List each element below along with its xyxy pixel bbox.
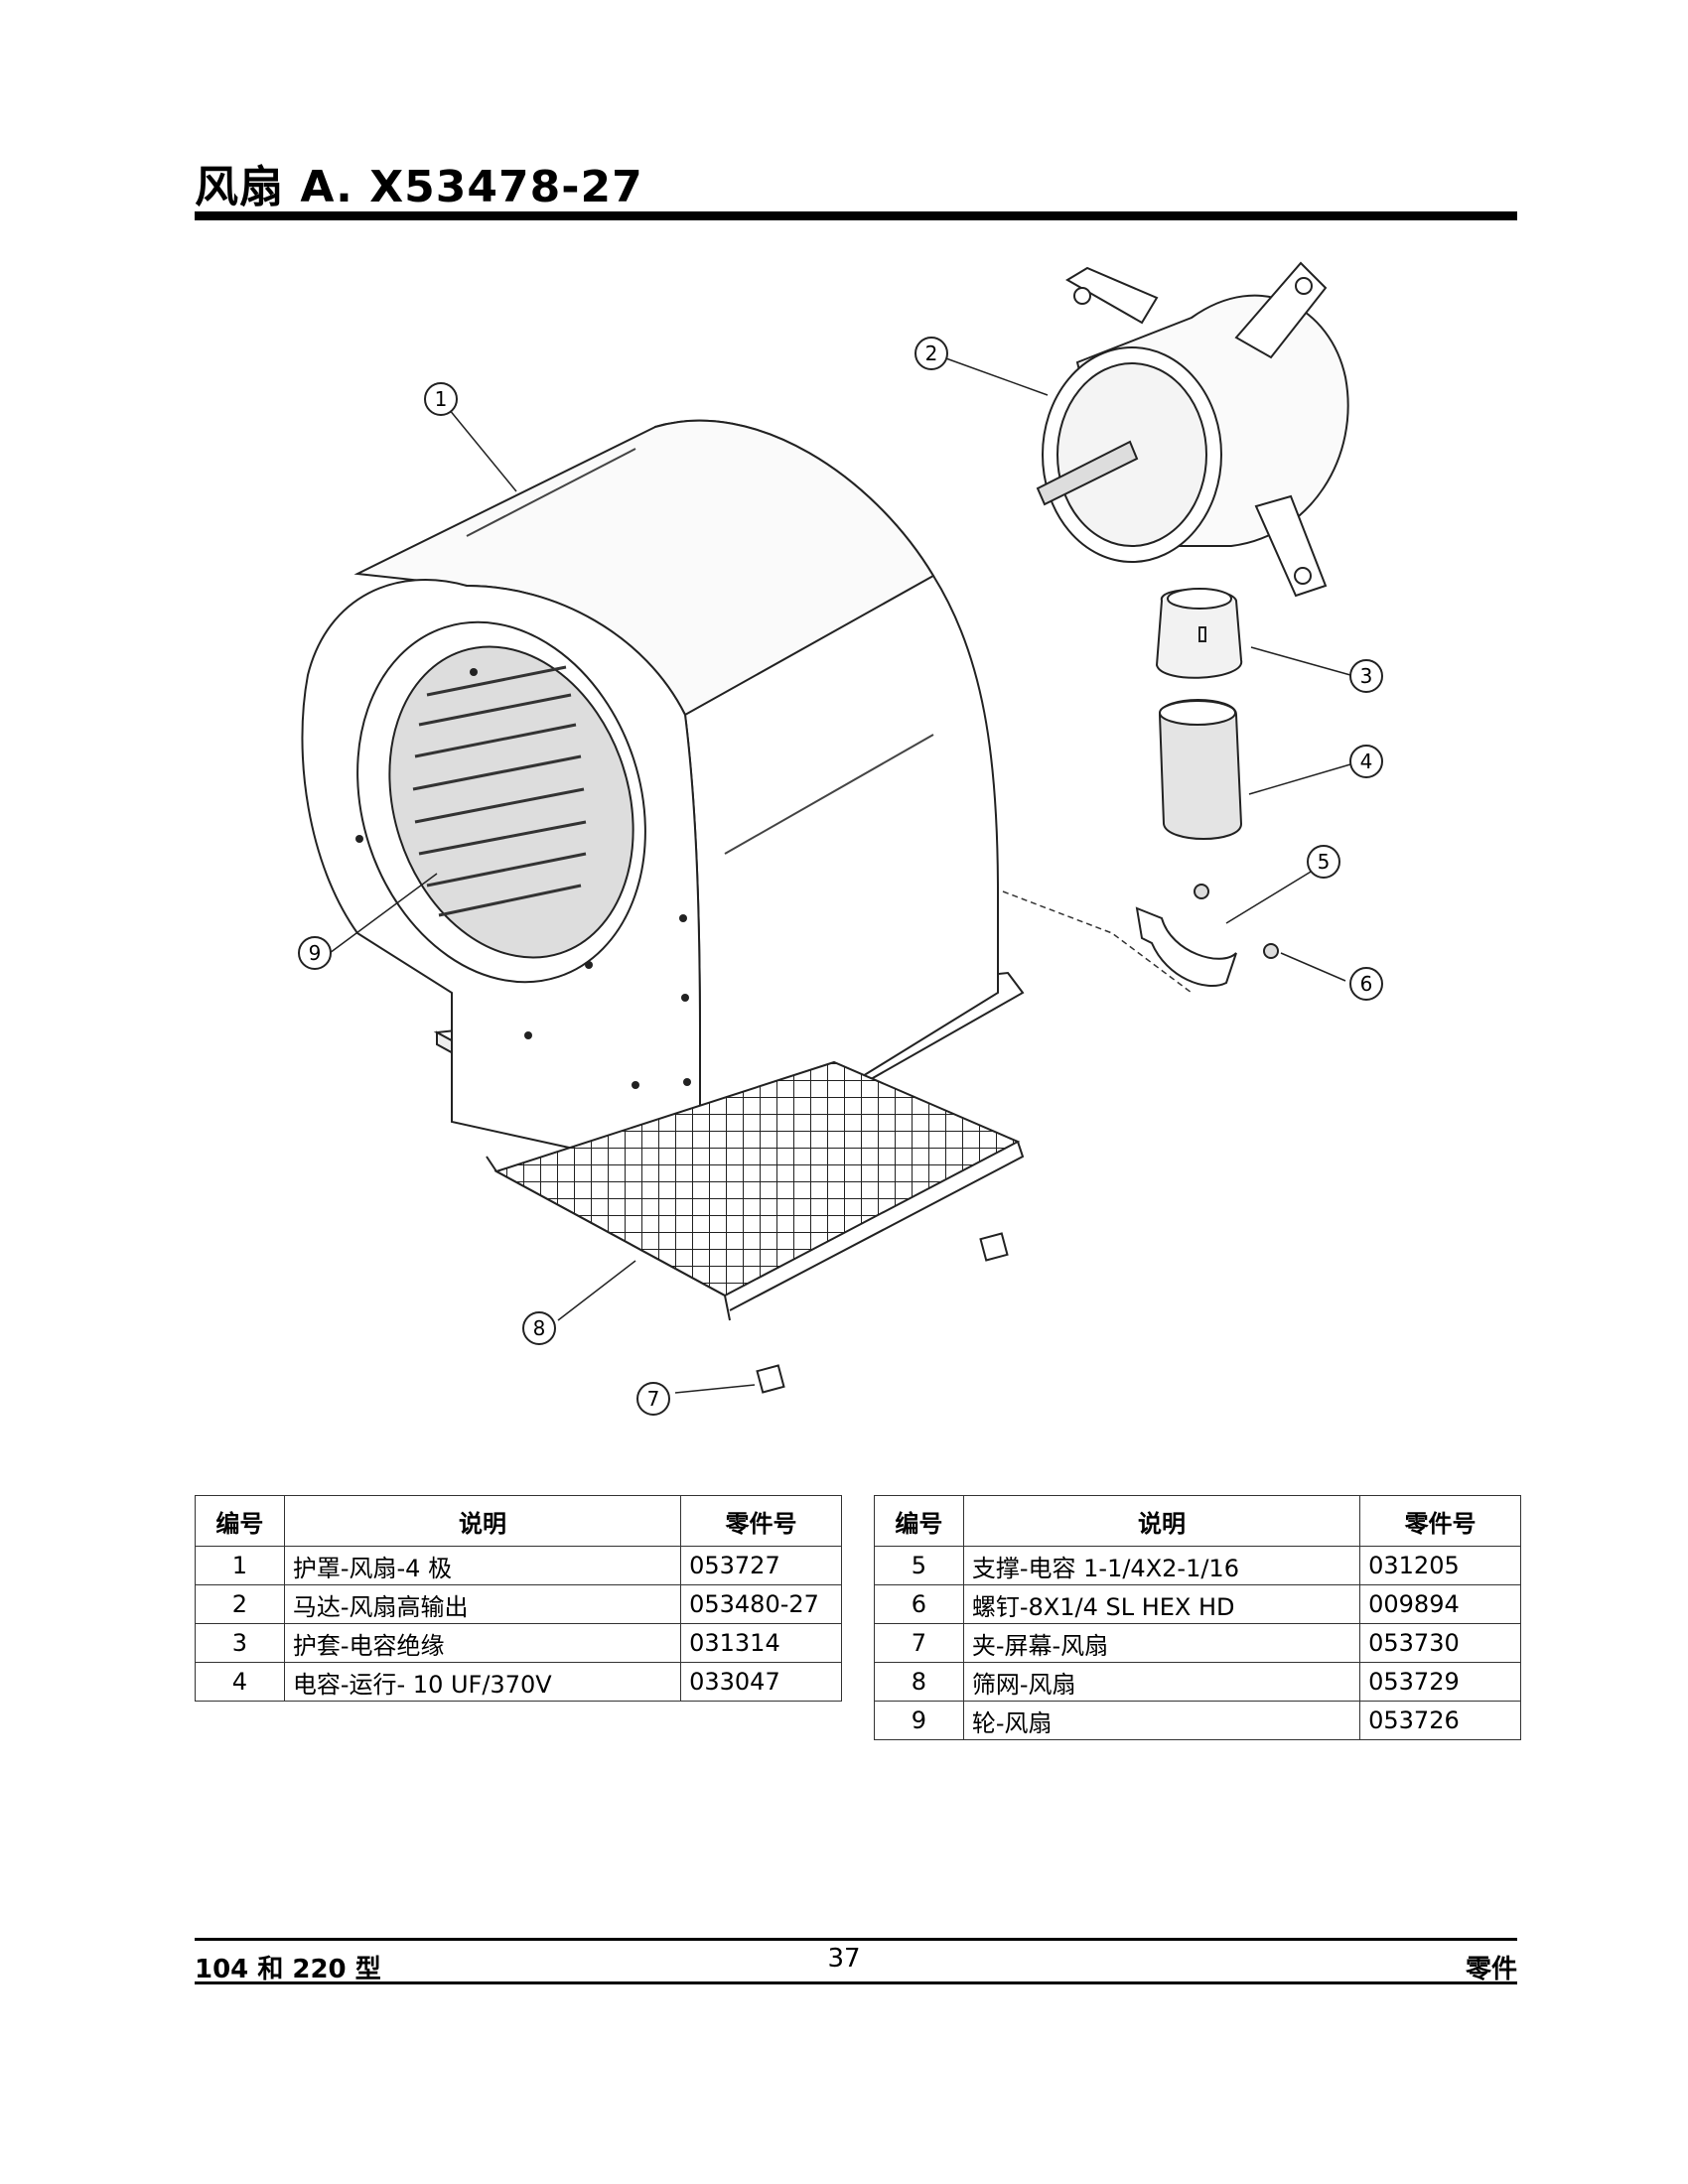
footer-models: 104 和 220 型	[195, 1955, 381, 1984]
column-header-part-number: 零件号	[680, 1495, 842, 1547]
item-part-number: 053730	[1359, 1623, 1521, 1663]
item-number: 7	[874, 1623, 964, 1663]
capacitor-boot	[1155, 588, 1243, 679]
item-part-number: 053727	[680, 1546, 842, 1585]
callout-8: 8	[522, 1311, 556, 1345]
item-description: 筛网-风扇	[962, 1662, 1361, 1702]
table-row: 6 螺钉-8X1/4 SL HEX HD 009894	[874, 1584, 1521, 1624]
svg-text:9: 9	[309, 941, 322, 965]
callout-1: 1	[424, 382, 458, 416]
column-header-number: 编号	[874, 1495, 964, 1547]
table-row: 8 筛网-风扇 053729	[874, 1662, 1521, 1702]
svg-text:1: 1	[435, 387, 448, 411]
svg-text:6: 6	[1360, 972, 1373, 996]
column-header-part-number: 零件号	[1359, 1495, 1521, 1547]
item-part-number: 053729	[1359, 1662, 1521, 1702]
footer-bottom-rule	[195, 1981, 1517, 1984]
page-title: 风扇 A. X53478-27	[195, 162, 643, 212]
table-header-row: 编号 说明 零件号	[195, 1495, 842, 1547]
callout-7: 7	[636, 1382, 670, 1416]
table-row: 4 电容-运行- 10 UF/370V 033047	[195, 1662, 842, 1702]
callout-9: 9	[298, 936, 332, 970]
item-part-number: 009894	[1359, 1584, 1521, 1624]
item-part-number: 033047	[680, 1662, 842, 1702]
parts-table-left: 编号 说明 零件号 1 护罩-风扇-4 极 053727 2 马达-风扇高输出 …	[195, 1495, 842, 1702]
svg-text:2: 2	[925, 341, 938, 365]
footer-top-rule	[195, 1938, 1517, 1941]
item-part-number: 053726	[1359, 1701, 1521, 1740]
item-part-number: 031314	[680, 1623, 842, 1663]
table-row: 7 夹-屏幕-风扇 053730	[874, 1623, 1521, 1663]
title-rule	[195, 211, 1517, 220]
column-header-description: 说明	[962, 1495, 1361, 1547]
item-part-number: 031205	[1359, 1546, 1521, 1585]
table-row: 1 护罩-风扇-4 极 053727	[195, 1546, 842, 1585]
item-number: 5	[874, 1546, 964, 1585]
item-part-number: 053480-27	[680, 1584, 842, 1624]
item-description: 支撑-电容 1-1/4X2-1/16	[962, 1546, 1361, 1585]
callout-4: 4	[1349, 745, 1383, 778]
item-number: 8	[874, 1662, 964, 1702]
svg-text:8: 8	[533, 1316, 546, 1340]
item-description: 螺钉-8X1/4 SL HEX HD	[962, 1584, 1361, 1624]
item-number: 4	[195, 1662, 285, 1702]
table-row: 2 马达-风扇高输出 053480-27	[195, 1584, 842, 1624]
item-description: 护罩-风扇-4 极	[283, 1546, 682, 1585]
svg-text:7: 7	[647, 1387, 660, 1411]
callouts: 1 2 3 4 5 6 7 8 9	[298, 337, 1383, 1416]
item-number: 2	[195, 1584, 285, 1624]
page-number: 37	[827, 1944, 861, 1974]
parts-table-right: 编号 说明 零件号 5 支撑-电容 1-1/4X2-1/16 031205 6 …	[874, 1495, 1521, 1740]
item-number: 3	[195, 1623, 285, 1663]
column-header-description: 说明	[283, 1495, 682, 1547]
column-header-number: 编号	[195, 1495, 285, 1547]
item-description: 护套-电容绝缘	[283, 1623, 682, 1663]
item-number: 6	[874, 1584, 964, 1624]
fan-motor	[1036, 261, 1349, 598]
item-description: 夹-屏幕-风扇	[962, 1623, 1361, 1663]
callout-6: 6	[1349, 967, 1383, 1001]
table-row: 3 护套-电容绝缘 031314	[195, 1623, 842, 1663]
screen-clips	[756, 1232, 1009, 1394]
fan-screen	[486, 1060, 1025, 1321]
item-number: 9	[874, 1701, 964, 1740]
item-number: 1	[195, 1546, 285, 1585]
exploded-parts-diagram: 1 2 3 4 5 6 7 8 9	[298, 261, 1383, 1416]
svg-text:5: 5	[1318, 850, 1331, 874]
svg-text:4: 4	[1360, 750, 1373, 773]
callout-2: 2	[914, 337, 948, 370]
item-description: 电容-运行- 10 UF/370V	[283, 1662, 682, 1702]
footer-section: 零件	[1465, 1955, 1517, 1984]
table-row: 9 轮-风扇 053726	[874, 1701, 1521, 1740]
table-header-row: 编号 说明 零件号	[874, 1495, 1521, 1547]
callout-5: 5	[1307, 845, 1340, 879]
capacitor-bracket	[1135, 884, 1279, 988]
item-description: 轮-风扇	[962, 1701, 1361, 1740]
blower-housing	[301, 419, 1025, 1191]
callout-3: 3	[1349, 659, 1383, 693]
capacitor	[1158, 699, 1243, 840]
svg-text:3: 3	[1360, 664, 1373, 688]
item-description: 马达-风扇高输出	[283, 1584, 682, 1624]
table-row: 5 支撑-电容 1-1/4X2-1/16 031205	[874, 1546, 1521, 1585]
